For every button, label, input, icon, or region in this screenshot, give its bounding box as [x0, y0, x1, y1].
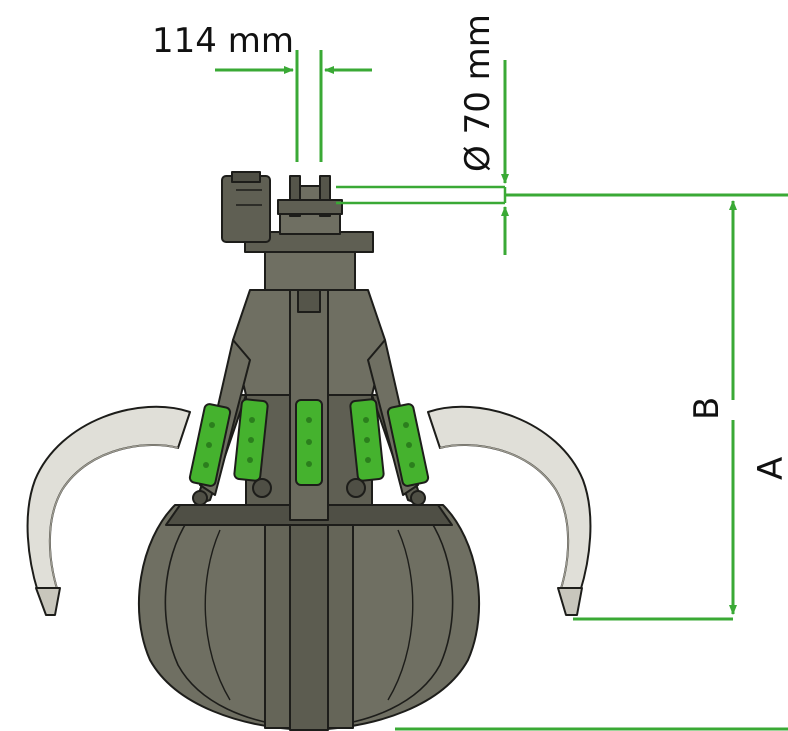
left-open-tine	[26, 405, 191, 616]
width-dimension-label: 114 mm	[152, 21, 294, 61]
dimension-lines	[215, 50, 788, 731]
hydraulic-cylinders	[188, 398, 430, 487]
right-open-tine	[427, 405, 592, 616]
dimension-b-label: B	[687, 397, 727, 420]
diameter-dimension-label: Ø 70 mm	[458, 14, 498, 172]
valve-block	[221, 171, 271, 243]
rotator-housing	[244, 211, 374, 291]
dimension-a-label: A	[751, 457, 788, 480]
closed-bowl	[137, 504, 481, 731]
suspension-link	[277, 175, 343, 217]
pivot-joints	[192, 478, 426, 506]
orange-peel-grab-illustration	[26, 171, 592, 731]
